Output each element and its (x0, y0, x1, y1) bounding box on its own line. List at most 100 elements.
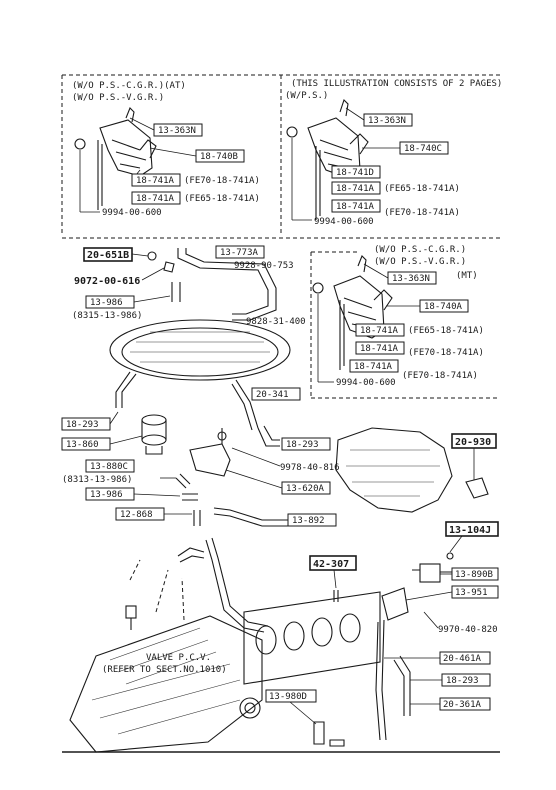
box-20-341 (251, 387, 301, 401)
box-13-980d (265, 689, 317, 703)
fitting-42-307-drawing (333, 590, 339, 602)
header-pages-note: (THIS ILLUSTRATION CONSISTS OF 2 PAGES) (291, 79, 502, 89)
header-at-line2: (W/O P.S.-V.G.R.) (72, 93, 164, 103)
mt-header-cgr: (W/O P.S.-C.G.R.) (374, 245, 466, 255)
solenoid-13-104j-drawing (412, 552, 454, 583)
engine-block-drawing (69, 615, 263, 753)
ps-part-18-740c: 18-740C (404, 144, 442, 154)
mt-bolt-9994: 9994-00-600 (336, 378, 396, 388)
ps-part-18-741a-1: 18-741A (336, 184, 375, 194)
at-note-fe65: (FE65-18-741A) (184, 194, 260, 204)
clip-20-651b-drawing (147, 251, 157, 261)
mt-box-13-363n (387, 271, 437, 285)
mt-note-fe70-1: (FE70-18-741A) (408, 348, 484, 358)
pcv-valve-drawing (125, 605, 137, 630)
pipe-main-drawing (205, 537, 269, 633)
box-13-104j (445, 521, 499, 537)
ps-part-13-363n: 13-363N (368, 116, 406, 126)
air-cleaner-drawing (109, 319, 291, 381)
at-box-13-363n (153, 123, 203, 137)
lead-mt-13363n (363, 263, 389, 279)
part-9072-00-616: 9072-00-616 (74, 276, 140, 287)
at-box-18-740b (195, 149, 245, 163)
ps-box-18-741d (331, 165, 381, 179)
hose-20-341-right-drawing (231, 379, 259, 431)
part-12-868: 12-868 (120, 510, 153, 520)
ps-part-18-741a-2: 18-741A (336, 202, 375, 212)
part-20-930: 20-930 (455, 437, 491, 448)
part-13-880c: 13-880C (90, 462, 128, 472)
ps-box-13-363n (363, 113, 413, 127)
transmission-housing-drawing (335, 427, 489, 513)
bracket-13-620a-drawing (189, 428, 231, 477)
hose-13-773a-drawing (177, 248, 269, 315)
at-part-18-741a-1: 18-741A (136, 176, 175, 186)
part-13-773a: 13-773A (220, 248, 259, 258)
part-42-307: 42-307 (313, 559, 349, 570)
mt-header-vgr: (W/O P.S.-V.G.R.) (374, 257, 466, 267)
part-20-361a: 20-361A (443, 700, 482, 710)
at-box-18-741a-1 (131, 173, 181, 187)
mt-note-fe65: (FE65-18-741A) (408, 326, 484, 336)
box-20-651b (83, 247, 133, 262)
at-part-13-363n: 13-363N (158, 126, 196, 136)
pipe-right-drawing (375, 619, 387, 741)
part-8313-13-986: (8313-13-986) (62, 475, 132, 485)
part-13-620a: 13-620A (286, 484, 325, 494)
hose-18-293-mid-drawing (257, 425, 280, 447)
mt-part-18-741a-3: 18-741A (354, 362, 393, 372)
mt-box-18-740a (419, 299, 469, 313)
at-box-18-741a-2 (131, 191, 181, 205)
fitting-13-980d-drawing (329, 739, 345, 747)
ps-box-18-741a-1 (331, 181, 381, 195)
box-13-892 (287, 513, 337, 527)
header-ps: (W/P.S.) (285, 91, 328, 101)
part-9978-40-816: 9978-40-816 (280, 463, 340, 473)
lead-ps-13363n (345, 107, 365, 121)
part-13-890b: 13-890B (455, 570, 493, 580)
mt-part-13-363n: 13-363N (392, 274, 430, 284)
part-9828-31-400: 9828-31-400 (246, 317, 306, 327)
hose-18-293-right-drawing (393, 655, 411, 716)
hose-12-868-drawing (193, 510, 201, 526)
hose-13-880c-drawing (175, 473, 191, 489)
part-20-651b: 20-651B (87, 250, 129, 261)
mt-part-18-740a: 18-740A (424, 302, 463, 312)
box-18-293-mid (281, 437, 331, 451)
hose-13-986-top-drawing (171, 282, 181, 302)
part-18-293-mid: 18-293 (286, 440, 319, 450)
part-13-104j: 13-104J (449, 525, 491, 536)
ps-box-18-741a-2 (331, 199, 381, 213)
hose-20-341-left-drawing (115, 371, 137, 408)
valve-pcv-reference: (REFER TO SECT.NO.1010) (102, 665, 227, 675)
mt-part-18-741a-2: 18-741A (360, 344, 399, 354)
part-13-951: 13-951 (455, 588, 488, 598)
intake-manifold-drawing (243, 591, 381, 685)
mt-part-18-741a-1: 18-741A (360, 326, 399, 336)
lead-at-18740b (149, 147, 197, 157)
part-18-293-right: 18-293 (446, 676, 479, 686)
at-part-18-740b: 18-740B (200, 152, 238, 162)
mt-box-18-741a-2 (355, 341, 405, 355)
ps-note-fe65: (FE65-18-741A) (384, 184, 460, 194)
part-9928-90-753: 9928-90-753 (234, 261, 294, 271)
part-20-341: 20-341 (256, 390, 289, 400)
header-at-line1: (W/O P.S.-C.G.R.)(AT) (72, 81, 186, 91)
part-8315-13-986: (8315-13-986) (72, 311, 142, 321)
at-bracket-drawing (74, 107, 157, 210)
ps-box-18-740c (399, 141, 449, 155)
mt-box-18-741a-3 (349, 359, 399, 373)
part-18-293-left: 18-293 (66, 420, 99, 430)
part-13-980d: 13-980D (269, 692, 307, 702)
part-13-986-mid: 13-986 (90, 490, 123, 500)
part-13-860: 13-860 (66, 440, 99, 450)
pcv-dashed-leads (129, 559, 185, 621)
mt-note-fe70-2: (FE70-18-741A) (402, 371, 478, 381)
ps-note-fe70: (FE70-18-741A) (384, 208, 460, 218)
ps-part-18-741d: 18-741D (336, 168, 374, 178)
part-13-986-top: 13-986 (90, 298, 123, 308)
at-part-18-741a-2: 18-741A (136, 194, 175, 204)
bracket-13-951-drawing (381, 587, 409, 621)
